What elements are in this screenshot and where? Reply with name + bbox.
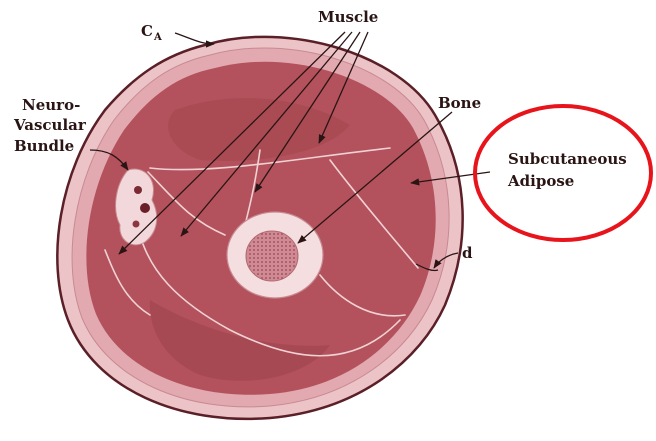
neurovascular-bundle xyxy=(116,169,157,245)
label-neurovascular-line2: Vascular xyxy=(13,116,87,134)
label-bone: Bone xyxy=(438,94,481,112)
label-d: d xyxy=(462,244,473,262)
ca-arrow xyxy=(175,33,214,44)
bone-marrow xyxy=(246,231,298,281)
label-ca: C A xyxy=(141,22,162,43)
label-ca-main: C xyxy=(141,22,153,40)
label-neurovascular-line1: Neuro- xyxy=(22,96,80,114)
label-muscle: Muscle xyxy=(318,8,378,26)
label-neurovascular-line3: Bundle xyxy=(14,137,74,155)
label-subcutaneous: Subcutaneous xyxy=(508,150,627,168)
femur-bone xyxy=(227,212,323,298)
label-adipose: Adipose xyxy=(507,172,574,190)
label-ca-subscript: A xyxy=(153,32,162,43)
